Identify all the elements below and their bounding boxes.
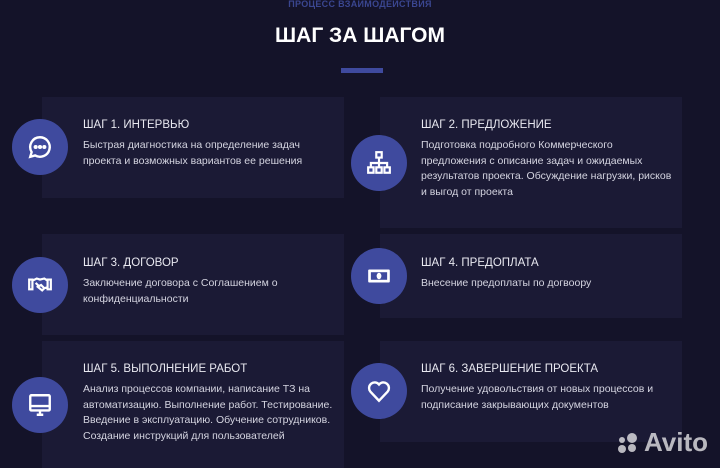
- step-card-6: [380, 341, 682, 442]
- step-card-1: [42, 97, 344, 198]
- step-description: Быстрая диагностика на определение задач…: [83, 139, 303, 167]
- monitor-icon: [12, 377, 68, 433]
- sitemap-icon: [351, 135, 407, 191]
- step-title: ШАГ 3. ДОГОВОР: [83, 257, 179, 269]
- step-title: ШАГ 5. ВЫПОЛНЕНИЕ РАБОТ: [83, 363, 248, 375]
- step-description: Получение удовольствия от новых процессо…: [421, 383, 654, 411]
- step-title: ШАГ 1. ИНТЕРВЬЮ: [83, 119, 190, 131]
- avito-watermark: Avito: [617, 427, 708, 458]
- step-card-3: [42, 234, 344, 335]
- step-description: Анализ процессов компании, написание ТЗ …: [83, 383, 333, 442]
- avito-logo-icon: [617, 432, 637, 453]
- avito-watermark-text: Avito: [643, 427, 708, 457]
- step-card-4: [380, 234, 682, 318]
- handshake-icon: [12, 257, 68, 313]
- section-subtitle: ПРОЦЕСС ВЗАИМОДЕЙСТВИЯ: [288, 0, 432, 9]
- step-title: ШАГ 2. ПРЕДЛОЖЕНИЕ: [421, 119, 552, 131]
- heart-icon: [351, 363, 407, 419]
- step-description: Внесение предоплаты по догвоору: [421, 277, 592, 289]
- step-title: ШАГ 4. ПРЕДОПЛАТА: [421, 257, 539, 269]
- page-title: ШАГ ЗА ШАГОМ: [275, 24, 445, 47]
- step-title: ШАГ 6. ЗАВЕРШЕНИЕ ПРОЕКТА: [421, 363, 599, 375]
- money-icon: [351, 248, 407, 304]
- title-divider: [341, 68, 383, 73]
- step-description: Заключение договора с Соглашением о конф…: [83, 277, 278, 305]
- step-description: Подготовка подробного Коммерческого пред…: [421, 139, 672, 198]
- step-card-2: [380, 97, 682, 228]
- chat-icon: [12, 119, 68, 175]
- step-card-5: [42, 341, 344, 468]
